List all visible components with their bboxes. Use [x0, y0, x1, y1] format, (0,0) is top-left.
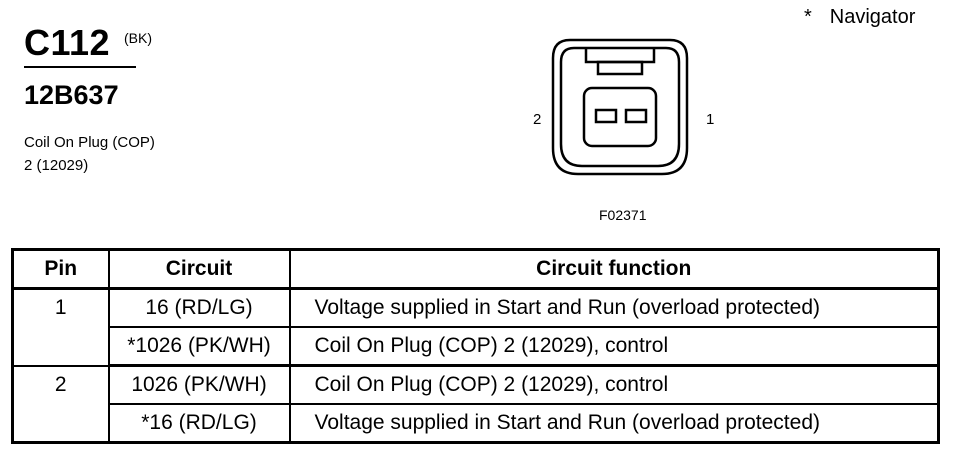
locking-tab-slot — [596, 60, 644, 76]
pin-2-label: 2 — [533, 111, 542, 128]
pin-number-cell: 1 — [11, 287, 110, 367]
connector-color-code: (BK) — [124, 30, 152, 46]
figure-code: F02371 — [599, 207, 647, 223]
circuit-cell: *16 (RD/LG) — [107, 403, 291, 444]
terminal-pin-2 — [594, 108, 618, 124]
pin-number-cell: 2 — [11, 364, 110, 444]
circuit-function-cell: Voltage supplied in Start and Run (overl… — [288, 287, 940, 328]
circuit-cell: 1026 (PK/WH) — [107, 364, 291, 405]
connector-housing-outer — [551, 38, 689, 176]
table-row: 2 1026 (PK/WH) Coil On Plug (COP) 2 (120… — [11, 364, 940, 444]
title-underline — [24, 66, 136, 68]
header-circuit-function: Circuit function — [288, 248, 940, 290]
table-row: 1 16 (RD/LG) Voltage supplied in Start a… — [11, 287, 940, 367]
locking-tab — [584, 48, 656, 64]
connector-housing-inner — [559, 46, 681, 168]
connector-description-line2: 2 (12029) — [24, 157, 89, 174]
footnote-text: Navigator — [829, 6, 916, 28]
terminal-cavity — [582, 86, 658, 148]
circuit-function-cell: Voltage supplied in Start and Run (overl… — [288, 403, 940, 444]
footnote-marker: * — [804, 6, 812, 28]
circuit-function-cell: Coil On Plug (COP) 2 (12029), control — [288, 326, 940, 367]
connector-face-drawing — [551, 38, 689, 176]
terminal-pin-1 — [624, 108, 648, 124]
table-row: *16 (RD/LG) Voltage supplied in Start an… — [13, 403, 940, 444]
connector-description-line1: Coil On Plug (COP) — [24, 134, 155, 151]
pin-1-label: 1 — [706, 111, 715, 128]
pinout-table: Pin Circuit Circuit function 1 16 (RD/LG… — [11, 248, 940, 444]
header-pin: Pin — [11, 248, 110, 290]
connector-id: C112 — [24, 22, 111, 63]
table-header-row: Pin Circuit Circuit function — [11, 248, 940, 290]
header-circuit: Circuit — [107, 248, 291, 290]
footnote: * Navigator — [804, 6, 915, 29]
circuit-cell: 16 (RD/LG) — [107, 287, 291, 328]
circuit-function-cell: Coil On Plug (COP) 2 (12029), control — [288, 364, 940, 405]
table-row: *1026 (PK/WH) Coil On Plug (COP) 2 (1202… — [13, 326, 940, 367]
part-number: 12B637 — [24, 80, 119, 110]
circuit-cell: *1026 (PK/WH) — [107, 326, 291, 367]
